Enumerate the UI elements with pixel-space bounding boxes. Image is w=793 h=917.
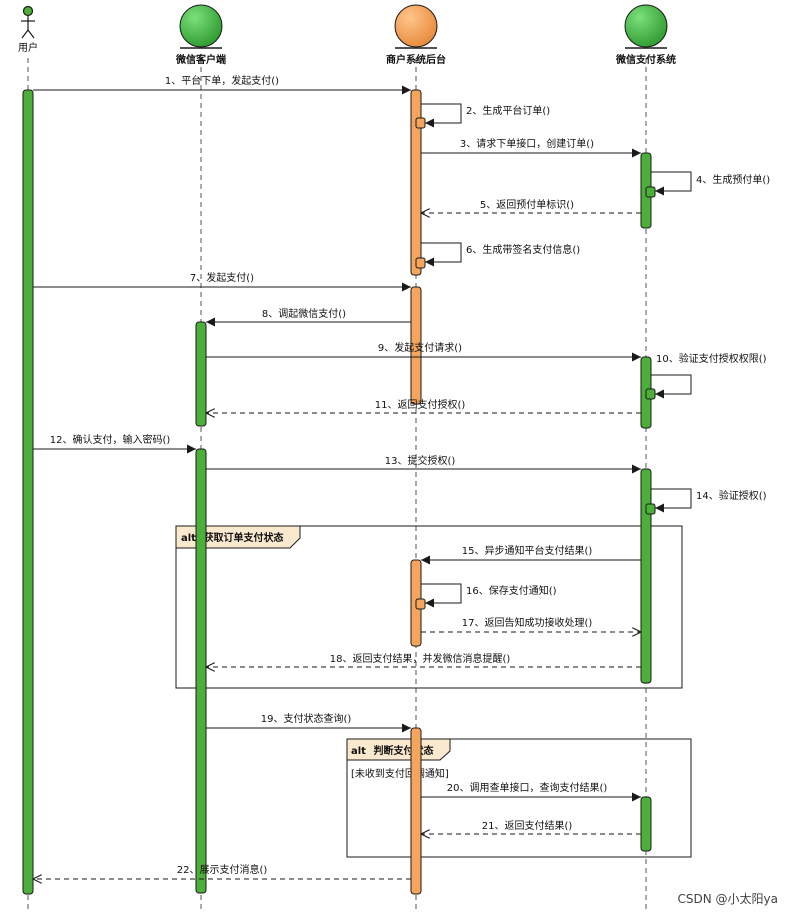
activation-wx [195,448,207,894]
message-10: 10、验证支付授权权限() [651,352,767,399]
message-15: 15、异步通知平台支付结果() [421,544,641,565]
message-label: 1、平台下单，发起支付() [165,74,279,87]
message-label: 21、返回支付结果() [482,819,573,832]
message-label: 8、调起微信支付() [262,307,346,320]
fragment-operator: alt [351,746,366,757]
message-label: 2、生成平台订单() [466,104,550,117]
activation-merchant [410,727,422,895]
activation-merchant [410,286,422,405]
activation-pay [640,796,652,852]
message-17: 17、返回告知成功接收处理() [421,616,641,632]
participant-name-user: 用户 [18,41,38,54]
message-label: 14、验证授权() [696,489,767,502]
message-7: 7、发起支付() [33,271,411,292]
message-label: 16、保存支付通知() [466,584,557,597]
activation-merchant-nested [415,257,426,269]
message-label: 7、发起支付() [190,271,254,284]
message-4: 4、生成预付单() [651,171,770,196]
message-12: 12、确认支付，输入密码() [33,433,196,454]
message-21: 21、返回支付结果() [421,819,641,834]
message-20: 20、调用查单接口，查询支付结果() [421,781,641,802]
messages: 1、平台下单，发起支付() 2、生成平台订单() 3、请求下单接口，创建订单()… [33,74,770,879]
activation-merchant-nested [415,117,426,129]
message-2: 2、生成平台订单() [421,103,550,128]
message-1: 1、平台下单，发起支付() [33,74,411,95]
actor-icon [21,5,35,39]
message-label: 13、提交授权() [385,454,456,467]
participant-name-pay: 微信支付系统 [615,53,676,66]
entity-icon [394,4,438,49]
message-label: 19、支付状态查询() [261,712,352,725]
message-arrow [421,103,462,128]
message-label: 18、返回支付结果，并发微信消息提醒() [330,652,511,665]
message-arrow [421,583,462,608]
participant-merchant: 商户系统后台 [386,4,446,66]
message-label: 20、调用查单接口，查询支付结果() [447,781,608,794]
message-8: 8、调起微信支付() [206,307,411,327]
watermark: CSDN @小太阳ya [678,891,778,906]
fragment-alt-order-status: alt 获取订单支付状态 [175,525,683,689]
message-arrow [651,171,692,196]
message-14: 14、验证授权() [651,488,767,513]
message-arrow [421,242,462,267]
entity-icon [179,4,223,49]
message-label: 4、生成预付单() [696,173,770,186]
participant-name-merchant: 商户系统后台 [386,53,446,66]
activation-pay-nested [645,388,656,400]
activation-pay [640,468,652,684]
fragment-operator: alt [181,533,196,544]
participant-name-wx: 微信客户端 [175,53,226,66]
activation-pay-nested [645,503,656,515]
message-label: 12、确认支付，输入密码() [50,433,171,446]
activation-merchant-nested [415,598,426,610]
message-label: 15、异步通知平台支付结果() [462,544,593,557]
activation-user [22,89,34,895]
message-6: 6、生成带签名支付信息() [421,242,580,267]
fragment-alt-judge-status: alt 判断支付状态 [未收到支付回调通知] [346,738,692,858]
message-11: 11、返回支付授权() [206,398,641,413]
activation-pay-nested [645,186,656,198]
fragment-title: 判断支付状态 [373,744,433,757]
participant-pay: 微信支付系统 [615,4,676,66]
participant-user: 用户 [18,5,38,54]
message-18: 18、返回支付结果，并发微信消息提醒() [206,652,641,667]
svg-text:alt 获取订单支付状态: alt 获取订单支付状态 [181,531,283,544]
fragment-title: 获取订单支付状态 [202,531,283,544]
activation-merchant [410,89,422,276]
fragment-guard: [未收到支付回调通知] [351,767,449,780]
message-13: 13、提交授权() [206,454,641,474]
entity-icon [624,4,668,49]
message-label: 5、返回预付单标识() [480,198,574,211]
participant-wx: 微信客户端 [175,4,226,66]
message-arrow [651,488,692,513]
message-3: 3、请求下单接口，创建订单() [421,137,641,158]
message-label: 3、请求下单接口，创建订单() [460,137,594,150]
activation-wx [195,321,207,427]
message-arrow [651,374,692,399]
message-19: 19、支付状态查询() [206,712,411,733]
message-5: 5、返回预付单标识() [421,198,641,213]
message-16: 16、保存支付通知() [421,583,557,608]
message-label: 6、生成带签名支付信息() [466,243,580,256]
message-label: 11、返回支付授权() [375,398,466,411]
message-label: 9、发起支付请求() [378,341,462,354]
message-label: 17、返回告知成功接收处理() [462,616,593,629]
activations [22,89,656,895]
message-22: 22、展示支付消息() [33,863,411,879]
message-9: 9、发起支付请求() [206,341,641,362]
message-label: 10、验证支付授权权限() [656,352,767,365]
message-label: 22、展示支付消息() [177,863,268,876]
